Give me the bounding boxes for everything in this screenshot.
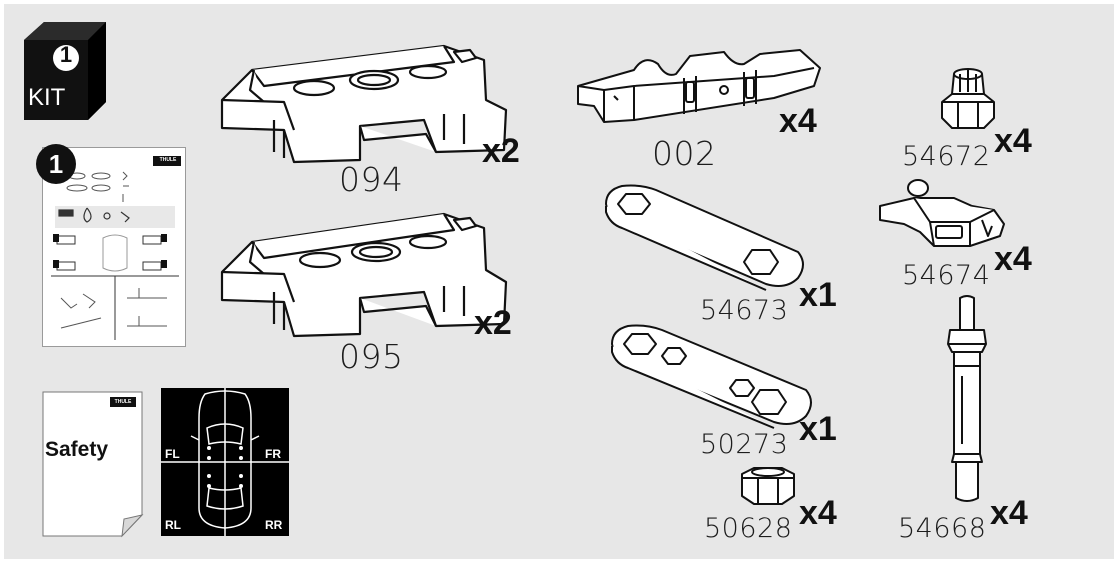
part-54674-quantity: x4 (994, 240, 1032, 278)
fitting-clip-icon (879, 179, 1005, 247)
clamp-bracket-icon (577, 49, 821, 123)
part-094-code: 094 (339, 160, 404, 199)
hex-nut-icon (741, 467, 795, 505)
part-095-quantity: x2 (474, 304, 512, 342)
part-54668-code: 54668 (898, 513, 987, 544)
part-54673-code: 54673 (700, 295, 789, 326)
part-50273-code: 50273 (700, 429, 789, 460)
part-54672-quantity: x4 (994, 122, 1032, 160)
part-094-quantity: x2 (482, 132, 520, 170)
safety-booklet-brand: THULE (114, 399, 132, 405)
wrench-plate-icon (605, 184, 804, 291)
kit-contents-sheet: 1 KIT (4, 4, 1114, 559)
kit-badge-label: KIT (28, 84, 66, 111)
safety-booklet (42, 391, 144, 538)
booklet-sketch-icon (51, 156, 181, 340)
bolt-icon (947, 295, 987, 502)
kit-badge-number: 1 (59, 42, 73, 67)
safety-booklet-title: Safety (45, 438, 109, 461)
part-54674-code: 54674 (902, 260, 991, 291)
car-position-diagram (161, 388, 289, 536)
foot-pad-icon (220, 44, 508, 164)
part-50273-quantity: x1 (799, 410, 837, 448)
car-label-rear-left: RL (165, 518, 181, 532)
car-label-rear-right: RR (265, 518, 283, 532)
booklet-step-number: 1 (48, 149, 64, 179)
part-50628-quantity: x4 (799, 494, 837, 532)
booklet-step-badge (36, 144, 76, 184)
wrench-plate-icon (611, 324, 812, 429)
part-54672-code: 54672 (902, 141, 991, 172)
foot-pad-icon (220, 212, 508, 338)
part-50628-code: 50628 (704, 513, 793, 544)
booklet-brand: THULE (159, 157, 177, 163)
kit-badge (24, 22, 106, 120)
car-label-front-right: FR (265, 447, 281, 461)
part-002-quantity: x4 (779, 102, 817, 140)
lock-nut-icon (941, 68, 995, 129)
part-54668-quantity: x4 (990, 494, 1028, 532)
car-label-front-left: FL (165, 447, 180, 461)
part-002-code: 002 (652, 134, 717, 173)
part-54673-quantity: x1 (799, 276, 837, 314)
part-095-code: 095 (339, 337, 404, 376)
